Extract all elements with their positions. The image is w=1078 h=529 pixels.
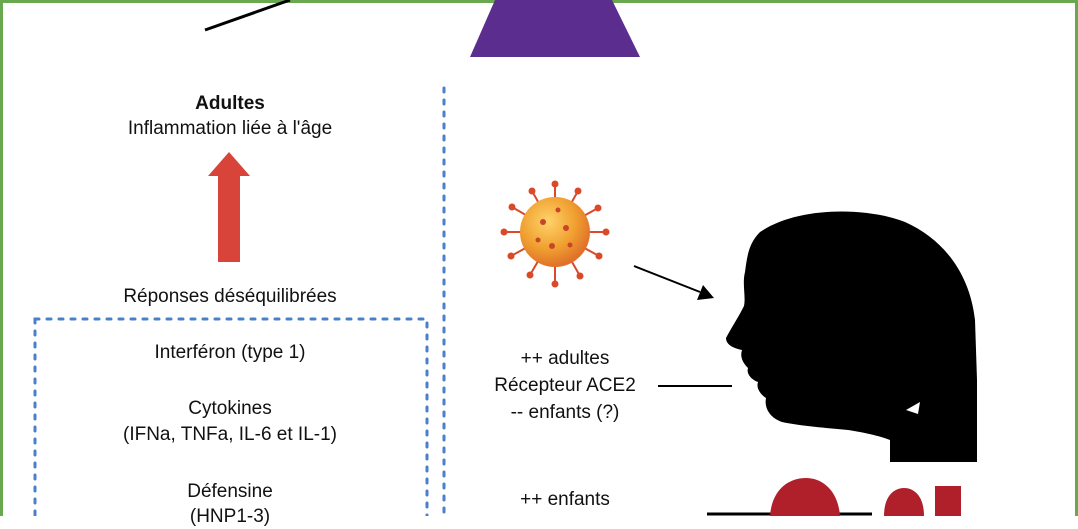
virus-arrow [633, 265, 714, 300]
arrow-label: Réponses déséquilibrées [123, 286, 337, 307]
box-item-cytokines-list: (IFNa, TNFa, IL-6 et IL-1) [123, 424, 337, 445]
box-item-defensine: Défensine [187, 481, 273, 502]
box-item-interferon: Interféron (type 1) [154, 342, 306, 363]
receptor-adults: ++ adultes [520, 348, 610, 369]
adults-subheading: Inflammation liée à l'âge [127, 118, 333, 139]
receptor-children: -- enfants (?) [510, 402, 620, 423]
box-item-defensine-sub: (HNP1-3) [189, 506, 271, 527]
box-item-cytokines: Cytokines [188, 398, 272, 419]
adults-heading: Adultes [195, 93, 265, 114]
triangle-shape [470, 0, 640, 57]
diagram-shapes [33, 0, 977, 516]
receptor-label: Récepteur ACE2 [494, 375, 636, 396]
silhouette-notch [906, 402, 920, 414]
children-label: ++ enfants [520, 489, 610, 510]
partial-red-shape [770, 478, 961, 516]
head-silhouette-icon [726, 211, 977, 462]
up-arrow-icon [208, 152, 250, 262]
virus-icon [500, 180, 610, 288]
diagonal-line [204, 0, 291, 32]
cytokine-box [33, 317, 429, 516]
